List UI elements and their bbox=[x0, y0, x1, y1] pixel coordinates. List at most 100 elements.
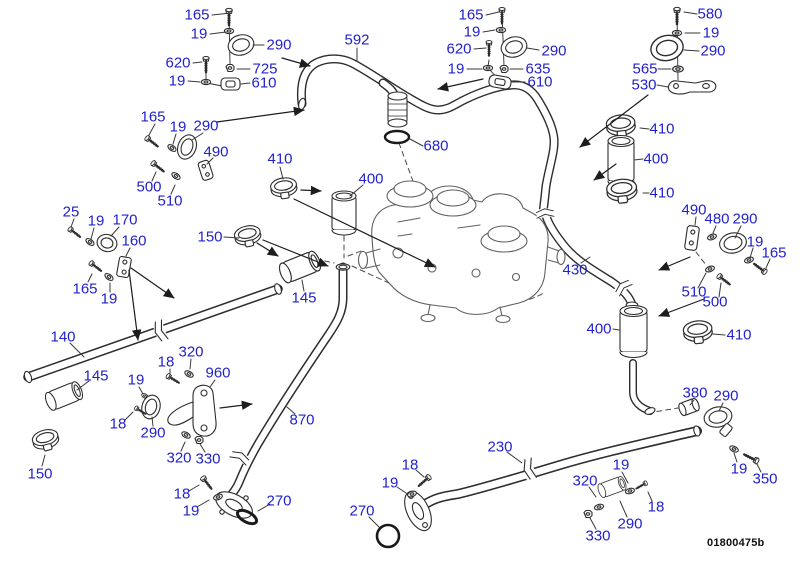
part-label-430: 430 bbox=[562, 261, 588, 279]
breather-fitting-group bbox=[678, 397, 761, 466]
flange-870 bbox=[215, 491, 259, 526]
fastener-group-top-left bbox=[200, 7, 257, 91]
part-label-320: 320 bbox=[572, 472, 598, 490]
part-label-19: 19 bbox=[100, 290, 118, 308]
part-label-350: 350 bbox=[752, 470, 778, 488]
part-label-290: 290 bbox=[700, 42, 726, 60]
part-label-165: 165 bbox=[761, 244, 787, 262]
part-label-510: 510 bbox=[157, 192, 183, 210]
part-label-490: 490 bbox=[203, 143, 229, 161]
o-ring-680 bbox=[383, 129, 411, 145]
part-label-410: 410 bbox=[649, 120, 675, 138]
part-label-145: 145 bbox=[83, 367, 109, 385]
part-label-230: 230 bbox=[487, 438, 513, 456]
elbow-flange-230 bbox=[375, 490, 432, 549]
part-label-410: 410 bbox=[726, 326, 752, 344]
part-label-140: 140 bbox=[50, 328, 76, 346]
fastener-group-right-mid bbox=[684, 225, 769, 288]
hose-400-right-upper bbox=[604, 112, 639, 206]
hose-400-right-lower bbox=[619, 304, 656, 415]
part-label-330: 330 bbox=[585, 527, 611, 545]
part-label-19: 19 bbox=[169, 118, 187, 136]
engine-assembly bbox=[357, 180, 566, 324]
pointer-arrows bbox=[128, 57, 705, 411]
part-label-410: 410 bbox=[649, 184, 675, 202]
part-label-530: 530 bbox=[631, 76, 657, 94]
part-label-400: 400 bbox=[643, 150, 669, 168]
part-label-19: 19 bbox=[463, 23, 481, 41]
part-label-500: 500 bbox=[702, 293, 728, 311]
part-label-290: 290 bbox=[713, 387, 739, 405]
diagram-code: 01800475b bbox=[707, 537, 765, 549]
part-label-165: 165 bbox=[72, 280, 98, 298]
part-label-580: 580 bbox=[697, 5, 723, 23]
part-label-150: 150 bbox=[27, 465, 53, 483]
o-ring-270-center bbox=[375, 523, 401, 549]
part-label-19: 19 bbox=[612, 456, 630, 474]
part-label-19: 19 bbox=[182, 502, 200, 520]
part-label-165: 165 bbox=[458, 6, 484, 24]
leader-lines bbox=[41, 11, 771, 530]
part-label-170: 170 bbox=[112, 211, 138, 229]
part-label-870: 870 bbox=[289, 411, 315, 429]
part-label-290: 290 bbox=[140, 424, 166, 442]
part-label-18: 18 bbox=[109, 415, 127, 433]
part-label-19: 19 bbox=[702, 24, 720, 42]
hose-fitting-680 bbox=[383, 91, 411, 145]
part-label-330: 330 bbox=[195, 450, 221, 468]
part-label-19: 19 bbox=[381, 474, 399, 492]
fastener-group-top-mid bbox=[482, 6, 530, 90]
part-label-680: 680 bbox=[423, 137, 449, 155]
part-label-400: 400 bbox=[358, 170, 384, 188]
part-label-400: 400 bbox=[586, 320, 612, 338]
part-label-165: 165 bbox=[140, 108, 166, 126]
fastener-group-top-right bbox=[647, 6, 717, 95]
part-label-290: 290 bbox=[617, 515, 643, 533]
part-label-270: 270 bbox=[266, 492, 292, 510]
pipe-230 bbox=[419, 425, 702, 510]
part-label-490: 490 bbox=[681, 201, 707, 219]
part-label-19: 19 bbox=[447, 60, 465, 78]
part-label-18: 18 bbox=[647, 498, 665, 516]
part-label-160: 160 bbox=[121, 232, 147, 250]
part-label-592: 592 bbox=[344, 31, 370, 49]
pipe-140 bbox=[23, 283, 283, 384]
part-label-565: 565 bbox=[632, 60, 658, 78]
part-label-19: 19 bbox=[190, 25, 208, 43]
part-label-410: 410 bbox=[267, 150, 293, 168]
part-label-18: 18 bbox=[157, 353, 175, 371]
part-label-635: 635 bbox=[525, 60, 551, 78]
part-label-510: 510 bbox=[681, 283, 707, 301]
part-label-290: 290 bbox=[266, 36, 292, 54]
fastener-group-left-mid bbox=[142, 133, 214, 182]
part-label-610: 610 bbox=[251, 74, 277, 92]
part-label-620: 620 bbox=[446, 40, 472, 58]
bracket-960-group bbox=[132, 368, 217, 445]
part-label-165: 165 bbox=[184, 6, 210, 24]
part-label-19: 19 bbox=[168, 72, 186, 90]
part-label-19: 19 bbox=[87, 212, 105, 230]
part-label-380: 380 bbox=[682, 384, 708, 402]
hose-400-left bbox=[331, 190, 357, 236]
part-label-960: 960 bbox=[205, 364, 231, 382]
pipe-870 bbox=[219, 262, 351, 507]
part-label-290: 290 bbox=[193, 117, 219, 135]
part-label-19: 19 bbox=[746, 233, 764, 251]
part-label-480: 480 bbox=[704, 210, 730, 228]
fastener-group-left bbox=[66, 224, 132, 283]
part-label-145: 145 bbox=[291, 289, 317, 307]
part-label-19: 19 bbox=[127, 371, 145, 389]
gasket-270-left bbox=[235, 508, 259, 526]
part-label-18: 18 bbox=[173, 485, 191, 503]
part-label-725: 725 bbox=[252, 60, 278, 78]
part-label-150: 150 bbox=[197, 228, 223, 246]
part-label-25: 25 bbox=[62, 203, 80, 221]
part-label-18: 18 bbox=[401, 456, 419, 474]
part-label-320: 320 bbox=[166, 449, 192, 467]
part-label-500: 500 bbox=[136, 178, 162, 196]
part-label-320: 320 bbox=[178, 343, 204, 361]
part-label-290: 290 bbox=[541, 42, 567, 60]
part-label-610: 610 bbox=[527, 73, 553, 91]
